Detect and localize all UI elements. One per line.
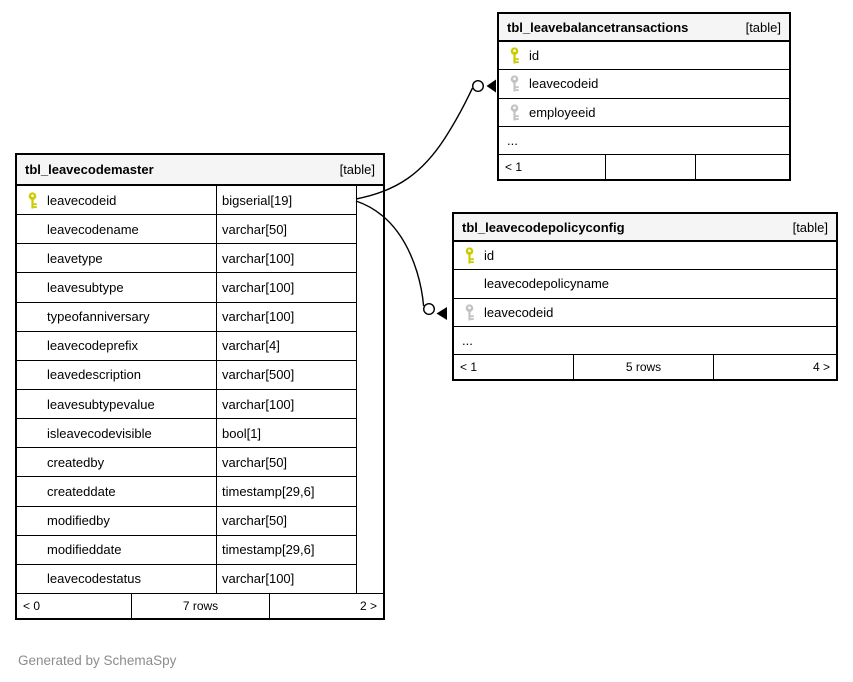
table-paginator: < 1 5 rows 4 > [454,354,836,379]
paginator-next: 2 > [359,599,377,613]
paginator-next: 4 > [812,360,830,374]
paginator-rowcount [605,155,696,179]
primary-key-icon [509,47,521,64]
edge-anchor-gutter [357,186,383,593]
column-list: leavecodeid bigserial[19] leavecodename … [17,186,357,593]
column-type: varchar[100] [222,571,295,587]
column-name: leavecodeid [529,76,599,92]
column-row-typeofanniversary: typeofanniversary varchar[100] [17,302,356,332]
table-body: leavecodeid bigserial[19] leavecodename … [17,186,383,593]
column-name: leavesubtype [47,279,124,295]
column-row-createdby: createdby varchar[50] [17,448,356,478]
column-type: varchar[50] [222,221,288,237]
column-row-id: id [499,42,789,71]
column-type: varchar[50] [222,513,288,529]
edge-arrowhead [486,79,496,93]
table-title: tbl_leavecodepolicyconfig [462,219,625,235]
table-paginator: < 0 7 rows 2 > [17,593,383,618]
column-type: bool[1] [222,425,262,441]
column-name: isleavecodevisible [47,425,152,441]
column-row-id: id [454,242,836,271]
column-row-leavecodestatus: leavecodestatus varchar[100] [17,564,356,593]
column-name: employeeid [529,104,596,120]
column-name: leavedescription [47,367,141,383]
column-list: id leavecodeid employeeid ... [499,42,789,154]
table-type-badge: [table] [339,162,375,177]
table-type-badge: [table] [792,219,828,235]
column-name: createdby [47,454,105,470]
table-leavebalancetransactions-header[interactable]: tbl_leavebalancetransactions [table] [499,14,789,42]
column-row-modifieddate: modifieddate timestamp[29,6] [17,535,356,565]
foreign-key-icon [509,75,521,92]
column-row-leavecodeid: leavecodeid bigserial[19] [17,186,356,216]
column-type: varchar[500] [222,367,295,383]
column-name: id [529,48,540,64]
column-type: varchar[4] [222,338,280,354]
column-name: leavecodestatus [47,571,141,587]
paginator-prev: < 1 [505,160,523,174]
column-row-leavetype: leavetype varchar[100] [17,244,356,274]
column-row-leavecodeid: leavecodeid [454,299,836,327]
column-row-isleavecodevisible: isleavecodevisible bool[1] [17,419,356,449]
table-title: tbl_leavecodemaster [25,162,154,177]
column-name: id [484,248,495,264]
column-row-leavecodename: leavecodename varchar[50] [17,215,356,245]
more-columns-ellipsis: ... [462,332,473,348]
column-name: leavesubtypevalue [47,396,155,412]
paginator-prev: < 1 [460,360,478,374]
column-type: varchar[100] [222,309,295,325]
table-leavecodepolicyconfig: tbl_leavecodepolicyconfig [table] id lea… [452,212,838,381]
foreign-key-icon [464,304,476,321]
primary-key-icon [27,191,39,209]
column-type: timestamp[29,6] [222,483,315,499]
column-name: modifieddate [47,542,122,558]
column-type: varchar[50] [222,454,288,470]
table-leavecodemaster: tbl_leavecodemaster [table] leavecodeid … [15,153,385,620]
paginator-rowcount: 7 rows [131,594,270,618]
column-name: typeofanniversary [47,309,150,325]
column-type: bigserial[19] [222,192,293,208]
column-row-leavesubtype: leavesubtype varchar[100] [17,273,356,303]
edge-endpoint-circle [472,79,485,92]
foreign-key-icon [509,104,521,121]
paginator-prev: < 0 [23,599,41,613]
paginator-next [696,155,789,179]
column-row-createddate: createddate timestamp[29,6] [17,477,356,507]
column-type: varchar[100] [222,279,295,295]
column-list: id leavecodepolicyname leavecodeid ... [454,242,836,354]
column-type: varchar[100] [222,250,295,266]
column-row-leavesubtypevalue: leavesubtypevalue varchar[100] [17,389,356,420]
column-name: leavecodeid [484,304,554,320]
table-leavebalancetransactions: tbl_leavebalancetransactions [table] id … [497,12,791,181]
column-row-employeeid: employeeid [499,99,789,127]
column-name: createddate [47,483,116,499]
edge-endpoint-circle [423,303,436,316]
column-row-leavecodepolicyname: leavecodepolicyname [454,270,836,299]
column-type: varchar[100] [222,396,295,412]
column-row-leavedescription: leavedescription varchar[500] [17,360,356,390]
column-name: modifiedby [47,513,110,529]
edge-arrowhead [436,307,447,320]
table-leavecodemaster-header[interactable]: tbl_leavecodemaster [table] [17,155,383,186]
column-row-leavecodeid: leavecodeid [499,70,789,99]
paginator-rowcount: 5 rows [573,355,714,379]
column-row-modifiedby: modifiedby varchar[50] [17,506,356,536]
column-name: leavecodename [47,221,139,237]
table-title: tbl_leavebalancetransactions [507,19,689,35]
more-columns-ellipsis: ... [507,132,518,148]
column-name: leavecodeprefix [47,338,139,354]
generated-by-note: Generated by SchemaSpy [18,653,177,668]
column-type: timestamp[29,6] [222,542,315,558]
table-paginator: < 1 [499,154,789,179]
column-name: leavecodepolicyname [484,276,610,292]
column-row-leavecodeprefix: leavecodeprefix varchar[4] [17,331,356,361]
table-leavecodepolicyconfig-header[interactable]: tbl_leavecodepolicyconfig [table] [454,214,836,242]
primary-key-icon [464,247,476,264]
column-name: leavetype [47,250,103,266]
table-type-badge: [table] [745,19,781,35]
column-name: leavecodeid [47,192,117,208]
